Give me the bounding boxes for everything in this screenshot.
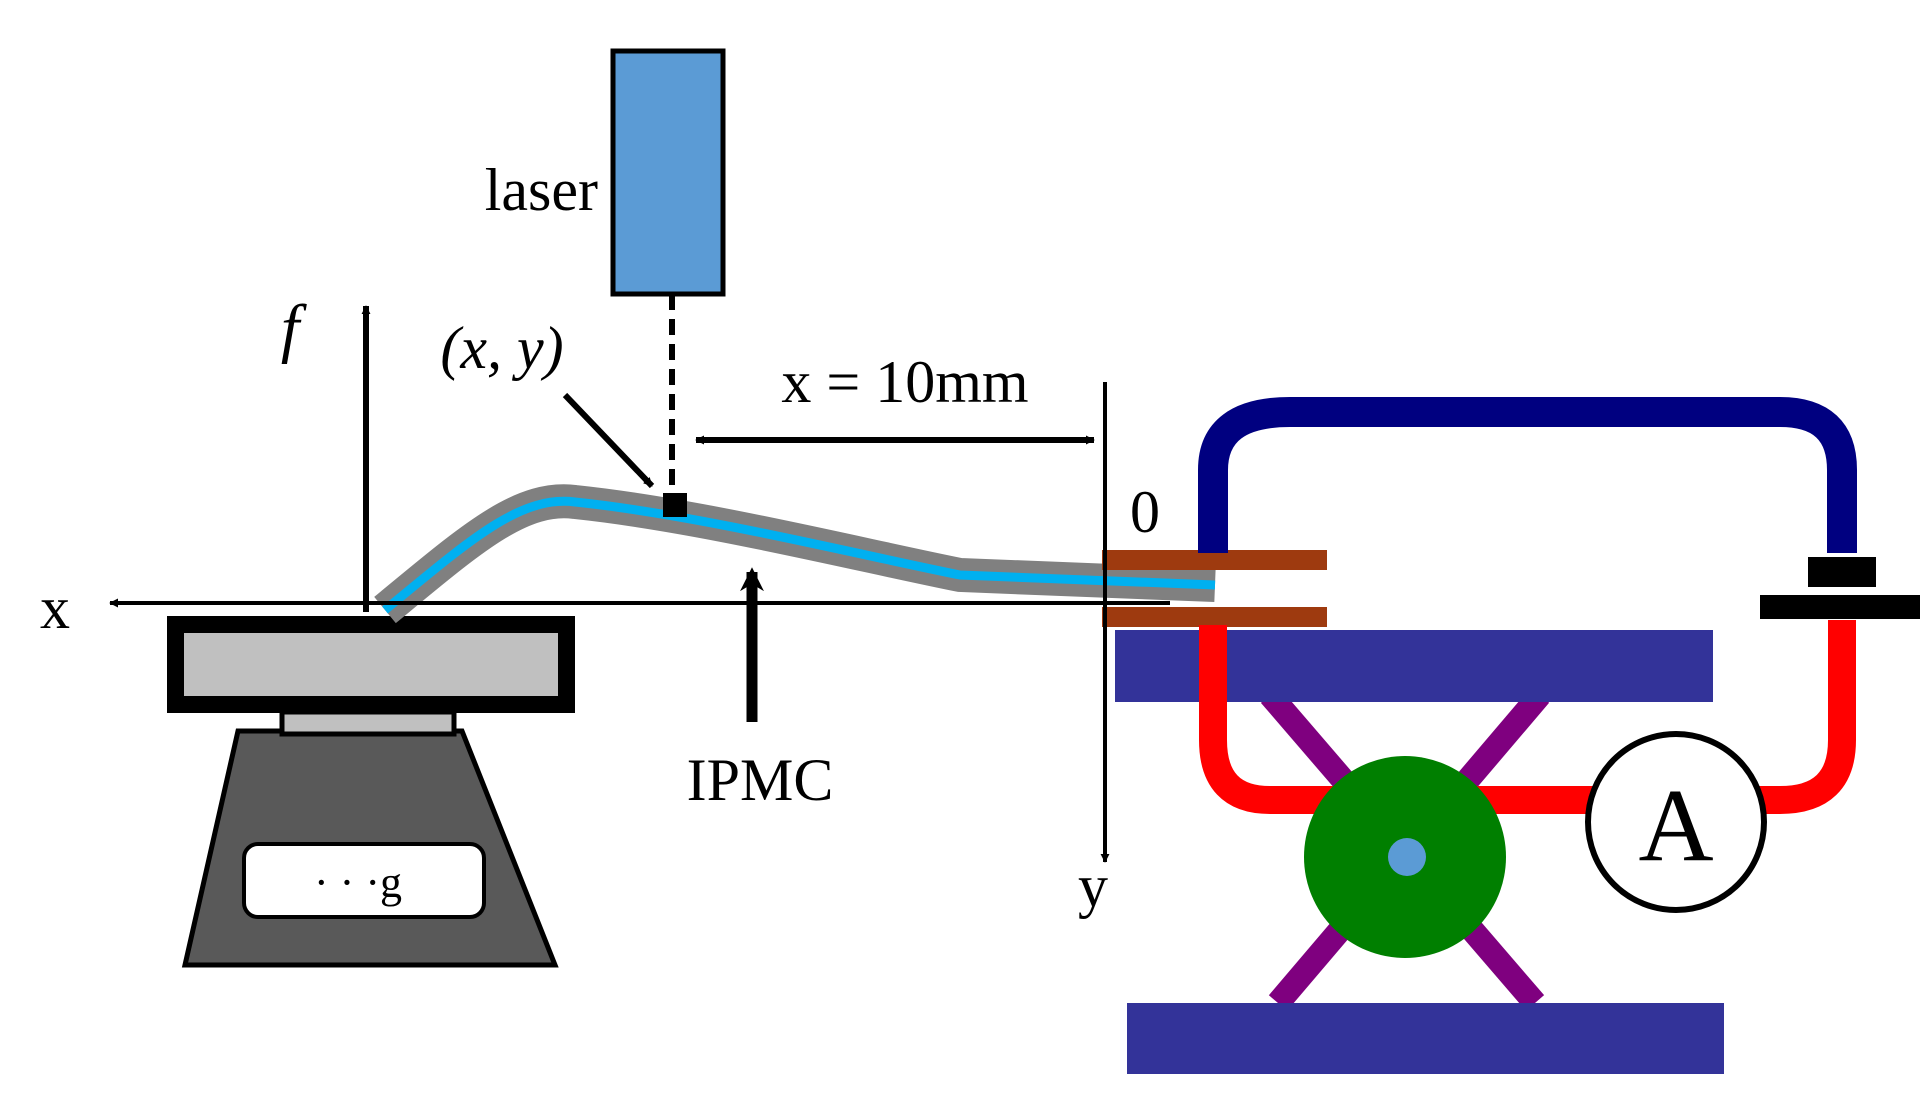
x-axis-label: x [40,575,70,641]
point-label: (x, y) [440,315,563,381]
force-label: f [281,292,307,365]
ipmc-strip [374,484,1216,624]
wire-bottom [1199,620,1856,814]
ipmc-label: IPMC [687,747,834,813]
ammeter-label: A [1638,768,1713,883]
measurement-point [663,493,687,517]
laser-label: laser [485,157,598,223]
wire-top [1198,397,1857,553]
origin-label: 0 [1130,479,1160,545]
ammeter-icon [1585,731,1767,913]
weighing-scale-icon [167,616,575,968]
laser-sensor-icon [610,48,726,297]
battery-icon [1760,557,1920,619]
y-axis-label: y [1078,853,1108,919]
scale-reading: · · ·g [314,858,402,907]
point-pointer-arrow [562,392,655,489]
electrode-clamp-icon [1102,550,1327,627]
distance-label: x = 10mm [781,349,1028,415]
stage-wheel-icon [1304,756,1506,958]
